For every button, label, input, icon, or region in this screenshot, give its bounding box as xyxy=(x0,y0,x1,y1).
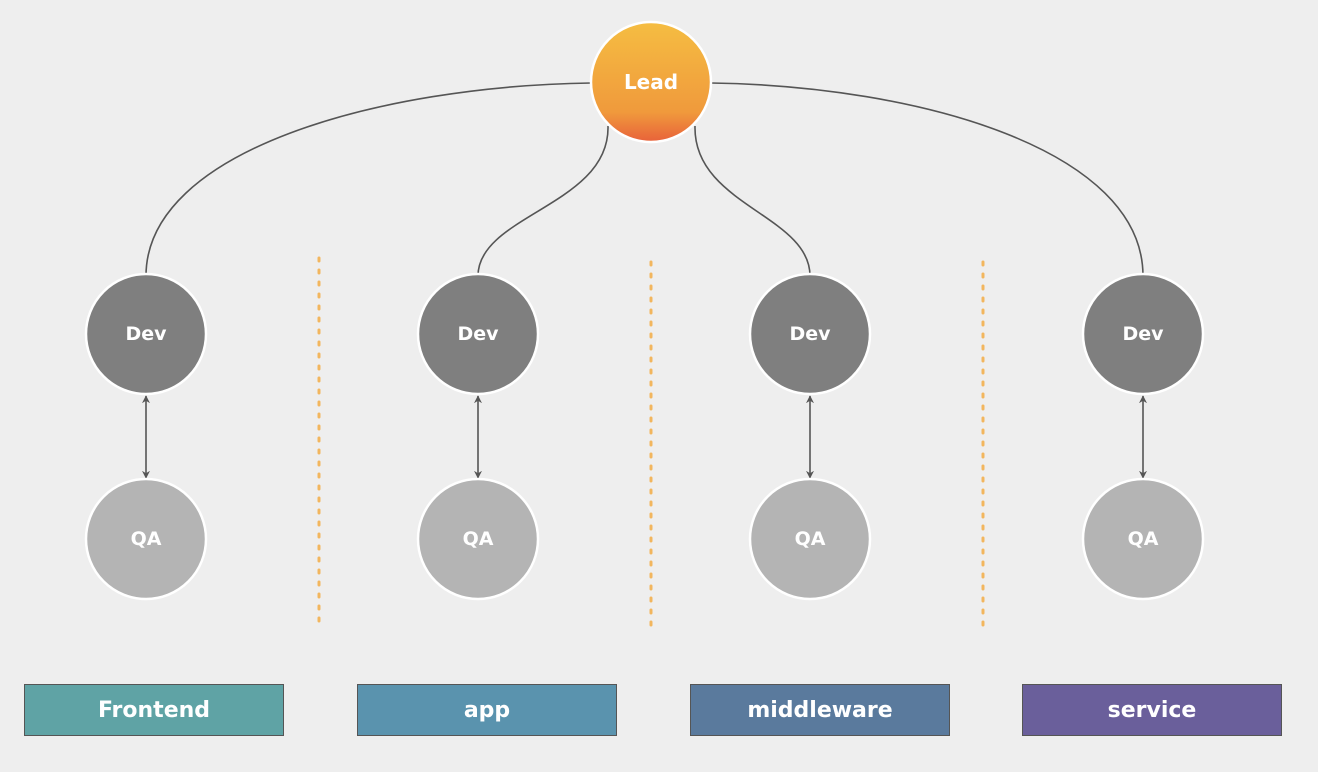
team-label-frontend: Frontend xyxy=(24,684,284,736)
qa-label: QA xyxy=(1128,528,1159,550)
team-label-middleware: middleware xyxy=(690,684,950,736)
team-label-text: middleware xyxy=(747,697,893,723)
dev-label: Dev xyxy=(1122,323,1164,345)
qa-node: QA xyxy=(1081,477,1205,601)
team-column-4: Dev QA xyxy=(1081,272,1205,601)
lead-label: Lead xyxy=(624,70,678,94)
team-label-service: service xyxy=(1022,684,1282,736)
dev-node: Dev xyxy=(84,272,208,396)
qa-node: QA xyxy=(84,477,208,601)
lead-to-dev-connector-1 xyxy=(145,82,592,277)
qa-label: QA xyxy=(795,528,826,550)
lead-to-dev-connector-4 xyxy=(710,82,1144,277)
team-column-1: Dev QA xyxy=(84,272,208,601)
qa-node: QA xyxy=(416,477,540,601)
dev-node: Dev xyxy=(1081,272,1205,396)
qa-node: QA xyxy=(748,477,872,601)
lead-to-dev-connector-3 xyxy=(694,125,811,277)
team-label-text: service xyxy=(1107,697,1197,723)
team-column-2: Dev QA xyxy=(416,272,540,601)
dev-label: Dev xyxy=(125,323,167,345)
dev-label: Dev xyxy=(457,323,499,345)
dev-node: Dev xyxy=(748,272,872,396)
lead-to-dev-connector-2 xyxy=(477,125,609,277)
team-label-text: app xyxy=(463,697,511,723)
qa-label: QA xyxy=(131,528,162,550)
team-column-3: Dev QA xyxy=(748,272,872,601)
team-label-app: app xyxy=(357,684,617,736)
lead-node: Lead xyxy=(589,20,713,144)
dev-node: Dev xyxy=(416,272,540,396)
qa-label: QA xyxy=(463,528,494,550)
team-label-text: Frontend xyxy=(97,697,211,723)
dev-label: Dev xyxy=(789,323,831,345)
